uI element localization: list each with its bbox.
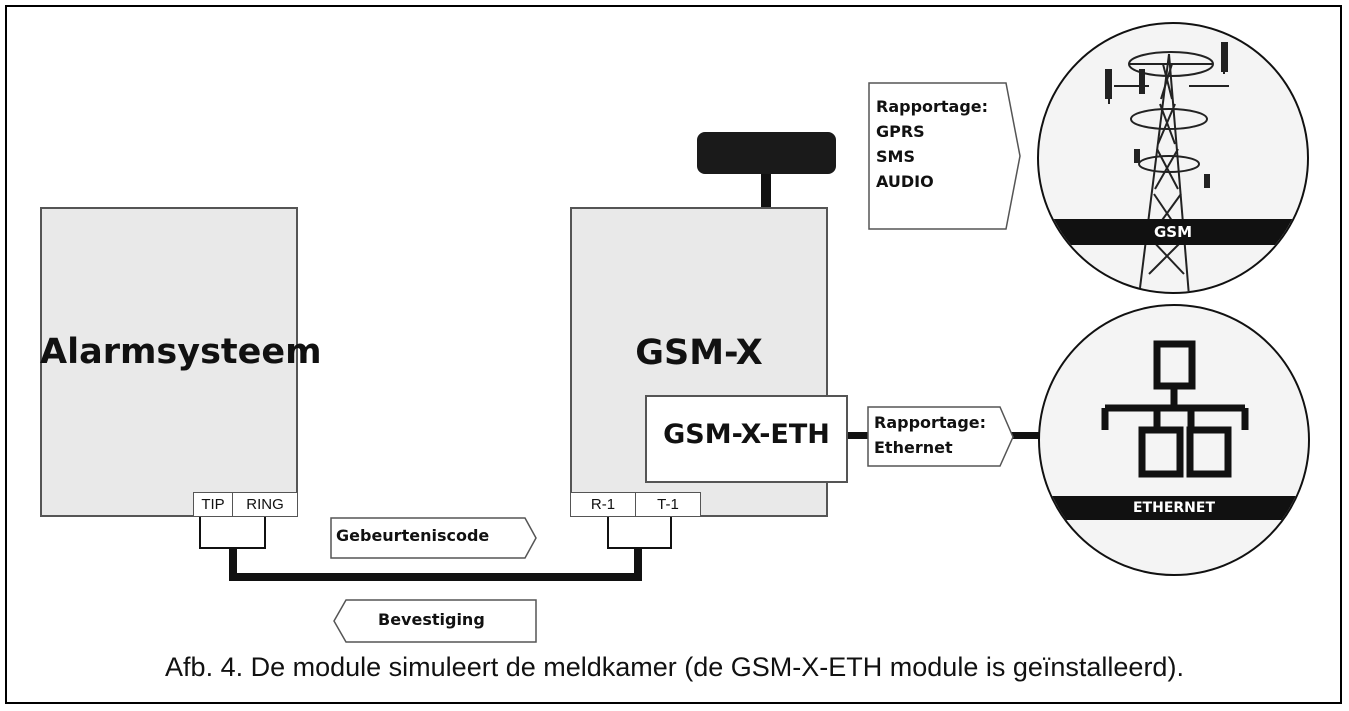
event-code-label: Gebeurteniscode	[336, 526, 490, 545]
gsm-reporting-arrow	[868, 82, 1021, 230]
gsm-tower-icon	[1105, 42, 1229, 292]
gsm-label-band: GSM	[1039, 219, 1307, 245]
gsm-reporting-sms: SMS	[876, 147, 915, 166]
ethernet-reporting-heading: Rapportage:	[874, 413, 987, 432]
ethernet-reporting-arrow	[867, 406, 1014, 467]
gsm-reporting-heading: Rapportage:	[876, 97, 989, 116]
gsm-reporting-text: Rapportage: GPRS SMS AUDIO	[876, 94, 988, 194]
confirmation-arrow	[333, 599, 537, 643]
ethernet-reporting-ethernet: Ethernet	[874, 438, 953, 457]
gsm-network-circle: GSM	[1037, 22, 1309, 294]
ethernet-reporting-text: Rapportage: Ethernet	[874, 410, 986, 460]
figure-caption: Afb. 4. De module simuleert de meldkamer…	[165, 652, 1184, 682]
ethernet-network-icon	[1101, 340, 1249, 478]
t1-terminal: T-1	[635, 492, 701, 517]
ethernet-label-band: ETHERNET	[1040, 496, 1308, 520]
confirmation-label: Bevestiging	[378, 610, 485, 629]
event-code-arrow	[330, 517, 537, 559]
antenna	[697, 132, 836, 174]
alarm-system-panel	[40, 207, 298, 517]
gsm-reporting-audio: AUDIO	[876, 172, 934, 191]
ethernet-network-circle: ETHERNET	[1038, 304, 1310, 576]
ring-terminal: RING	[232, 492, 298, 517]
gsm-x-eth-module	[645, 395, 848, 483]
gsm-reporting-gprs: GPRS	[876, 122, 925, 141]
r1-terminal: R-1	[570, 492, 636, 517]
tip-terminal: TIP	[193, 492, 233, 517]
gsm-x-eth-title: GSM-X-ETH	[663, 419, 830, 450]
gsm-x-title: GSM-X	[635, 333, 763, 373]
alarm-system-title: Alarmsysteem	[40, 332, 322, 372]
